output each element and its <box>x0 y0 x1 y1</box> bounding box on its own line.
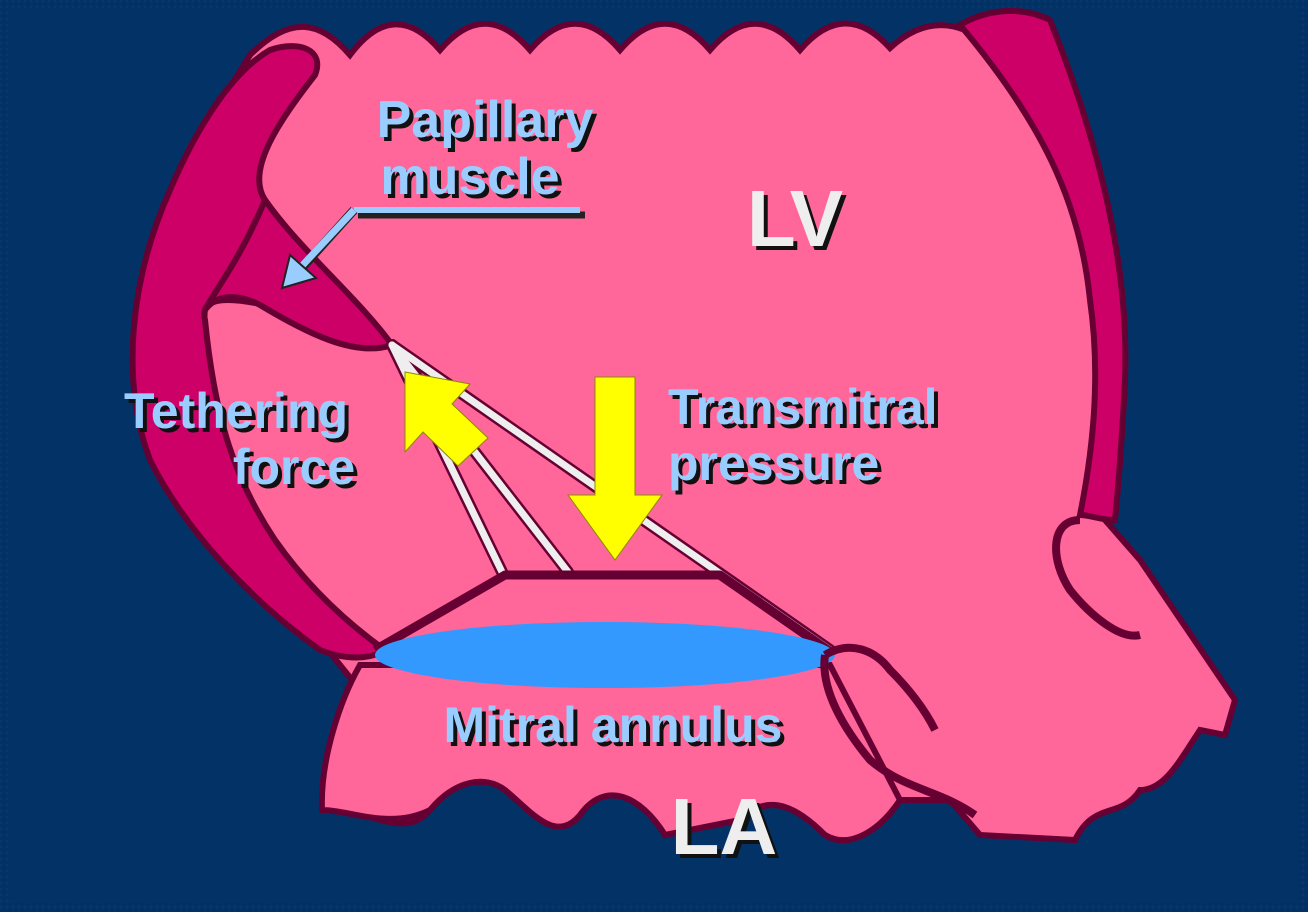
svg-text:Tethering: Tethering <box>124 383 348 439</box>
svg-text:Papillary: Papillary <box>377 91 594 149</box>
mitral-annulus <box>375 622 835 688</box>
svg-text:LV: LV <box>747 174 843 263</box>
svg-text:pressure: pressure <box>668 435 879 491</box>
svg-text:Transmitral: Transmitral <box>668 379 938 435</box>
label-mitral-annulus: Mitral annulus Mitral annulus <box>444 697 787 757</box>
label-lv: LV LV <box>747 174 847 267</box>
svg-text:force: force <box>233 439 355 495</box>
svg-text:LA: LA <box>671 782 778 871</box>
svg-text:Mitral annulus: Mitral annulus <box>444 697 783 753</box>
label-la: LA LA <box>671 782 782 875</box>
svg-text:muscle: muscle <box>380 148 559 206</box>
